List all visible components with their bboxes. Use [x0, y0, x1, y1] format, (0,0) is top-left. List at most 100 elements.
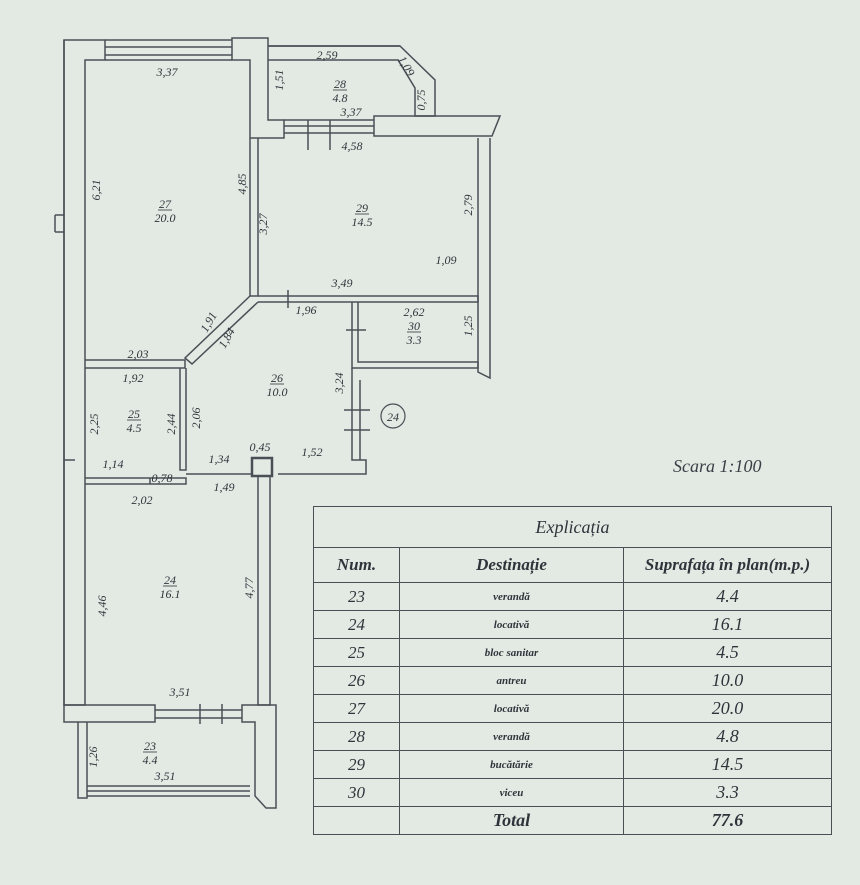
dimension-label: 2,62 [404, 305, 425, 319]
room-area: 14.5 [352, 215, 373, 229]
row-area: 14.5 [622, 750, 833, 779]
dimension-label: 0,45 [250, 440, 271, 454]
room-area: 4.8 [333, 91, 348, 105]
dimension-label: 4,85 [235, 174, 249, 195]
row-area: 16.1 [622, 610, 833, 639]
room-number: 28 [334, 77, 346, 91]
row-num: 30 [313, 778, 400, 807]
header-area: Suprafața în plan(m.p.) [622, 547, 833, 583]
row-area: 4.4 [622, 582, 833, 611]
room-number: 23 [144, 739, 156, 753]
dimension-label: 1,96 [296, 303, 317, 317]
room-number: 24 [164, 573, 176, 587]
dimension-label: 3,51 [154, 769, 176, 783]
dimension-label: 2,06 [189, 408, 203, 429]
dimension-label: 2,44 [164, 414, 178, 435]
dimension-label: 1,92 [123, 371, 144, 385]
dimension-label: 3,24 [332, 373, 346, 395]
row-dest: verandă [399, 722, 624, 751]
total-blank [313, 806, 400, 835]
row-area: 20.0 [622, 694, 833, 723]
room-area: 4.5 [127, 421, 142, 435]
dimension-label: 2,03 [128, 347, 149, 361]
row-num: 26 [313, 666, 400, 695]
dimension-label: 6,21 [89, 180, 103, 201]
row-area: 10.0 [622, 666, 833, 695]
row-num: 29 [313, 750, 400, 779]
room-number: 26 [271, 371, 283, 385]
room-area: 3.3 [406, 333, 422, 347]
room-number: 25 [128, 407, 140, 421]
dimension-label: 2,02 [132, 493, 153, 507]
header-num: Num. [313, 547, 400, 583]
dimension-label: 1,09 [436, 253, 457, 267]
total-value: 77.6 [622, 806, 833, 835]
row-num: 25 [313, 638, 400, 667]
dimension-label: 0,78 [152, 471, 173, 485]
room-area: 16.1 [160, 587, 181, 601]
dimension-label: 3,27 [256, 213, 270, 236]
dimension-label: 4,77 [242, 577, 256, 599]
row-num: 28 [313, 722, 400, 751]
total-label: Total [399, 806, 624, 835]
row-area: 3.3 [622, 778, 833, 807]
row-dest: locativă [399, 694, 624, 723]
dimension-label: 0,75 [414, 90, 428, 111]
row-dest: bucătărie [399, 750, 624, 779]
plan-walls [54, 37, 502, 809]
dimension-label: 1,14 [103, 457, 124, 471]
dimension-label: 1,51 [272, 70, 286, 91]
dimension-label: 3,51 [169, 685, 191, 699]
dimension-label: 1,49 [214, 480, 235, 494]
plan-badge: 24 [387, 410, 399, 424]
row-dest: viceu [399, 778, 624, 807]
legend-title: Explicația [312, 506, 833, 548]
dimension-label: 2,79 [461, 195, 475, 216]
dimension-label: 3,37 [340, 105, 363, 119]
dimension-label: 4,58 [342, 139, 363, 153]
scale-label: Scara 1:100 [673, 456, 762, 476]
dimension-label: 4,46 [95, 596, 109, 617]
room-area: 10.0 [267, 385, 288, 399]
row-dest: locativă [399, 610, 624, 639]
row-area: 4.5 [622, 638, 833, 667]
row-dest: antreu [399, 666, 624, 695]
room-area: 4.4 [143, 753, 158, 767]
room-area: 20.0 [155, 211, 176, 225]
dimension-labels: 3,37 2,59 1,09 1,51 0,75 3,37 4,58 6,21 4,85 3,27… [86, 48, 475, 783]
row-num: 24 [313, 610, 400, 639]
dimension-label: 1,52 [302, 445, 323, 459]
dimension-label: 1,26 [86, 747, 100, 768]
dimension-label: 1,09 [395, 53, 418, 78]
row-dest: verandă [399, 582, 624, 611]
dimension-label: 1,25 [461, 316, 475, 337]
header-dest: Destinație [399, 547, 624, 583]
room-number: 29 [356, 201, 368, 215]
legend-table: Explicația Num. Destinație Suprafața în … [312, 506, 833, 835]
row-num: 27 [313, 694, 400, 723]
room-labels: 2720.0284.82914.5303.32610.0254.52416.12… [127, 77, 422, 767]
badge-number: 24 [387, 410, 399, 424]
room-number: 30 [407, 319, 420, 333]
dimension-label: 1,34 [209, 452, 230, 466]
dimension-label: 1,91 [197, 309, 220, 334]
row-dest: bloc sanitar [399, 638, 624, 667]
dimension-label: 3,49 [331, 276, 353, 290]
dimension-label: 2,59 [317, 48, 338, 62]
dimension-label: 2,25 [87, 414, 101, 435]
dimension-label: 3,37 [156, 65, 179, 79]
room-number: 27 [159, 197, 172, 211]
dimension-label: 1,84 [215, 325, 238, 350]
row-num: 23 [313, 582, 400, 611]
